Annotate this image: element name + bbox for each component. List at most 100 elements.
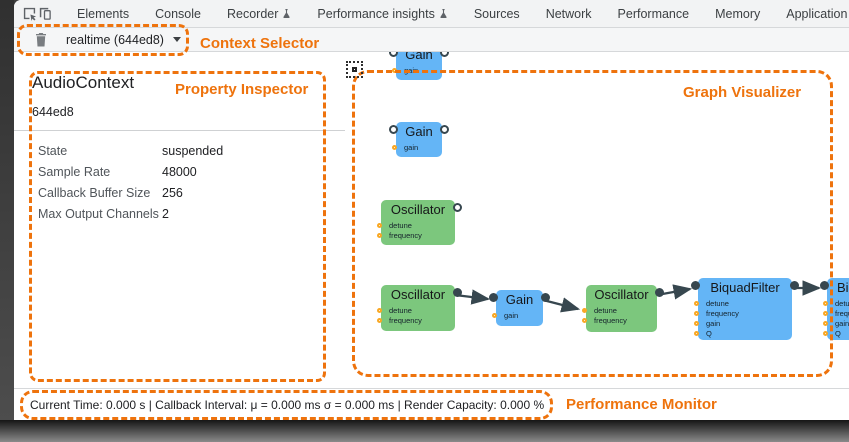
audio-node-biquadfilter[interactable]: BiquadFilter detune frequency gain Q: [691, 278, 799, 340]
graph-visualizer-annotation-label: Graph Visualizer: [683, 84, 802, 101]
flask-icon: [439, 8, 448, 19]
audio-node-oscillator[interactable]: Oscillator detune frequency: [581, 285, 664, 332]
node-title: Oscillator: [390, 287, 446, 302]
tab-label: Application: [786, 6, 848, 21]
property-row-max-output-channels: Max Output Channels 2: [14, 203, 345, 224]
property-label: Max Output Channels: [38, 206, 159, 221]
property-inspector-pane: AudioContext 644ed8 State suspended Samp…: [14, 52, 345, 388]
performance-monitor-annotation-label: Performance Monitor: [566, 396, 717, 413]
context-selector-value: realtime (644ed8): [66, 32, 164, 47]
param-label: frequency: [835, 308, 849, 318]
node-title: Gain: [405, 124, 433, 139]
param-label: detune: [389, 305, 412, 315]
property-value: 256: [162, 185, 183, 200]
param-port: [391, 67, 397, 73]
param-label: detune: [389, 220, 412, 230]
param-port: [693, 330, 699, 336]
audio-node-biquadfilter[interactable]: BiquadFilter detune frequency gain Q: [820, 278, 849, 340]
tab-label: Memory: [715, 6, 761, 21]
property-row-sample-rate: Sample Rate 48000: [14, 161, 345, 182]
flask-icon: [282, 8, 291, 19]
param-port: [581, 307, 587, 313]
tab-label: Console: [155, 6, 201, 21]
property-label: State: [38, 143, 68, 158]
node-title: Oscillator: [594, 287, 649, 302]
param-port: [376, 222, 382, 228]
tab-recorder[interactable]: Recorder: [214, 0, 304, 27]
audio-node-gain[interactable]: Gain gain: [389, 52, 449, 80]
desktop-background-left: [0, 0, 14, 420]
trash-icon[interactable]: [28, 29, 54, 51]
performance-status-bar: Current Time: 0.000 s | Callback Interva…: [14, 388, 849, 420]
param-port: [391, 144, 397, 150]
output-port: [440, 52, 449, 57]
param-port: [693, 300, 699, 306]
input-port: [691, 281, 700, 290]
property-row-state: State suspended: [14, 140, 345, 161]
param-port: [376, 232, 382, 238]
param-label: detune: [594, 305, 617, 315]
param-label: detune: [706, 298, 729, 308]
devtools-tab-bar: Elements Console Recorder Performance in…: [14, 0, 849, 28]
inspect-element-icon[interactable]: [22, 3, 37, 25]
param-port: [822, 320, 828, 326]
tab-console[interactable]: Console: [142, 0, 214, 27]
annotation-drag-handle-inner: [352, 67, 357, 72]
chevron-down-icon: [172, 37, 181, 42]
property-inspector-annotation-label: Property Inspector: [175, 81, 309, 98]
tab-performance-insights[interactable]: Performance insights: [304, 0, 460, 27]
tab-network[interactable]: Network: [533, 0, 605, 27]
param-port: [822, 300, 828, 306]
device-toolbar-icon[interactable]: [37, 3, 52, 25]
output-port: [453, 203, 462, 212]
desktop-background-bottom: [0, 420, 849, 442]
param-label: frequency: [706, 308, 739, 318]
property-value: suspended: [162, 143, 224, 158]
param-port: [693, 320, 699, 326]
audiocontext-title: AudioContext: [32, 73, 135, 92]
tab-elements[interactable]: Elements: [64, 0, 142, 27]
input-port: [820, 281, 829, 290]
param-label: gain: [504, 310, 519, 320]
divider: [14, 130, 345, 131]
param-port: [693, 310, 699, 316]
param-label: frequency: [389, 315, 422, 325]
param-port: [376, 307, 382, 313]
webaudio-content: AudioContext 644ed8 State suspended Samp…: [14, 52, 849, 388]
param-label: frequency: [389, 230, 422, 240]
param-label: frequency: [594, 315, 627, 325]
webaudio-toolbar: realtime (644ed8): [14, 28, 849, 52]
tab-memory[interactable]: Memory: [702, 0, 773, 27]
tab-label: Performance: [617, 6, 690, 21]
property-value: 2: [162, 206, 169, 221]
annotation-drag-handle[interactable]: [346, 61, 363, 78]
audio-node-gain[interactable]: Gain gain: [489, 290, 550, 326]
param-label: Q: [706, 328, 712, 338]
audio-node-oscillator[interactable]: Oscillator detune frequency: [376, 200, 462, 245]
context-selector-annotation-label: Context Selector: [200, 35, 320, 52]
tab-label: Sources: [473, 6, 520, 21]
audio-node-oscillator[interactable]: Oscillator detune frequency: [376, 285, 462, 331]
tab-sources[interactable]: Sources: [461, 0, 533, 27]
graph-visualizer-pane[interactable]: Gain gain Gain gain Oscillator: [345, 52, 849, 388]
tab-label: Performance insights: [317, 6, 435, 21]
context-id: 644ed8: [32, 105, 74, 119]
param-label: gain: [404, 142, 419, 152]
input-port: [389, 125, 398, 134]
node-title: BiquadFilter: [837, 280, 849, 295]
param-label: detune: [835, 298, 849, 308]
property-value: 48000: [162, 164, 197, 179]
node-title: Oscillator: [390, 202, 446, 217]
performance-status-text: Current Time: 0.000 s | Callback Interva…: [30, 397, 545, 412]
audio-node-gain[interactable]: Gain gain: [389, 122, 449, 157]
devtools-window: Elements Console Recorder Performance in…: [14, 0, 849, 420]
param-port: [822, 310, 828, 316]
tab-application[interactable]: Application: [773, 0, 849, 27]
output-port: [541, 293, 550, 302]
param-label: gain: [706, 318, 721, 328]
context-selector-dropdown[interactable]: realtime (644ed8): [66, 33, 181, 47]
property-row-callback-buffer-size: Callback Buffer Size 256: [14, 182, 345, 203]
property-rows: State suspended Sample Rate 48000 Callba…: [14, 140, 345, 224]
tab-performance[interactable]: Performance: [605, 0, 703, 27]
param-port: [491, 312, 497, 318]
